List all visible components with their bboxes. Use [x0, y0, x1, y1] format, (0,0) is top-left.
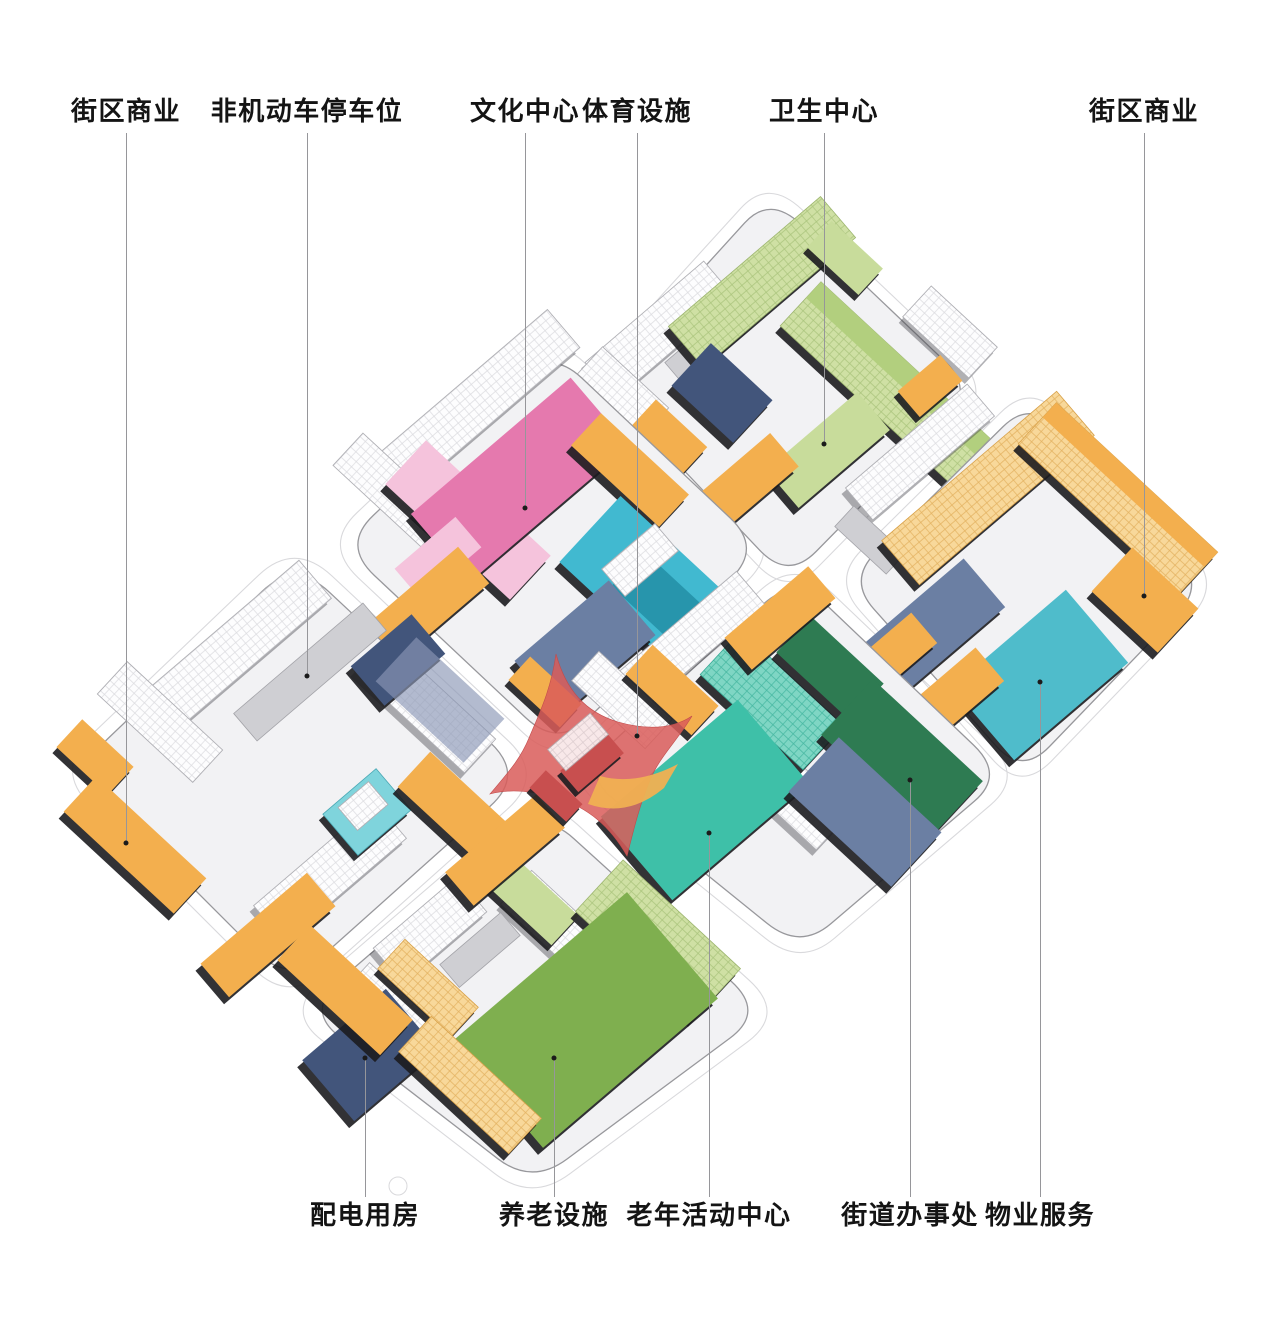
- leader-dot-subdistrict-office: [907, 777, 913, 783]
- label-block-commerce-east: 街区商业: [1088, 96, 1200, 126]
- axis-arc: [588, 764, 678, 809]
- parcel-center-south: [571, 566, 991, 938]
- label-cultural-center: 文化中心: [469, 96, 581, 126]
- street-outlines: [71, 192, 1208, 1196]
- leader-dot-health-center: [821, 441, 827, 447]
- label-bicycle-parking: 非机动车停车位: [210, 96, 404, 126]
- leader-line-sports-facilities: [637, 133, 638, 736]
- leader-dot-property-services: [1037, 679, 1043, 685]
- leader-line-bicycle-parking: [307, 133, 308, 676]
- leader-line-elderly-care-facilities: [554, 1058, 555, 1197]
- label-property-services: 物业服务: [984, 1200, 1096, 1230]
- label-subdistrict-office: 街道办事处: [841, 1200, 979, 1230]
- leader-dot-sports-facilities: [634, 733, 640, 739]
- central-axis: [489, 653, 693, 857]
- leader-line-block-commerce-west: [126, 133, 127, 843]
- parcel-west: [52, 559, 519, 1005]
- leader-dot-senior-activity-center: [706, 830, 712, 836]
- leader-dot-bicycle-parking: [304, 673, 310, 679]
- leader-dot-power-distribution-room: [362, 1055, 368, 1061]
- leader-line-senior-activity-center: [709, 833, 710, 1197]
- parcel-south: [272, 794, 749, 1173]
- label-elderly-care-facilities: 养老设施: [498, 1200, 610, 1230]
- leader-dot-elderly-care-facilities: [551, 1055, 557, 1061]
- leader-dot-block-commerce-east: [1141, 593, 1147, 599]
- leader-line-subdistrict-office: [910, 780, 911, 1197]
- label-block-commerce-west: 街区商业: [70, 96, 182, 126]
- label-power-distribution-room: 配电用房: [309, 1200, 421, 1230]
- parcel-east: [834, 383, 1219, 768]
- label-senior-activity-center: 老年活动中心: [626, 1200, 792, 1230]
- leader-line-block-commerce-east: [1144, 133, 1145, 596]
- leader-line-health-center: [824, 133, 825, 444]
- leader-dot-cultural-center: [522, 505, 528, 511]
- leader-dot-block-commerce-west: [123, 840, 129, 846]
- leader-line-cultural-center: [525, 133, 526, 508]
- label-sports-facilities: 体育设施: [581, 96, 693, 126]
- parcel-north: [574, 195, 998, 567]
- label-health-center: 卫生中心: [768, 96, 880, 126]
- leader-line-property-services: [1040, 682, 1041, 1197]
- leader-line-power-distribution-room: [365, 1058, 366, 1197]
